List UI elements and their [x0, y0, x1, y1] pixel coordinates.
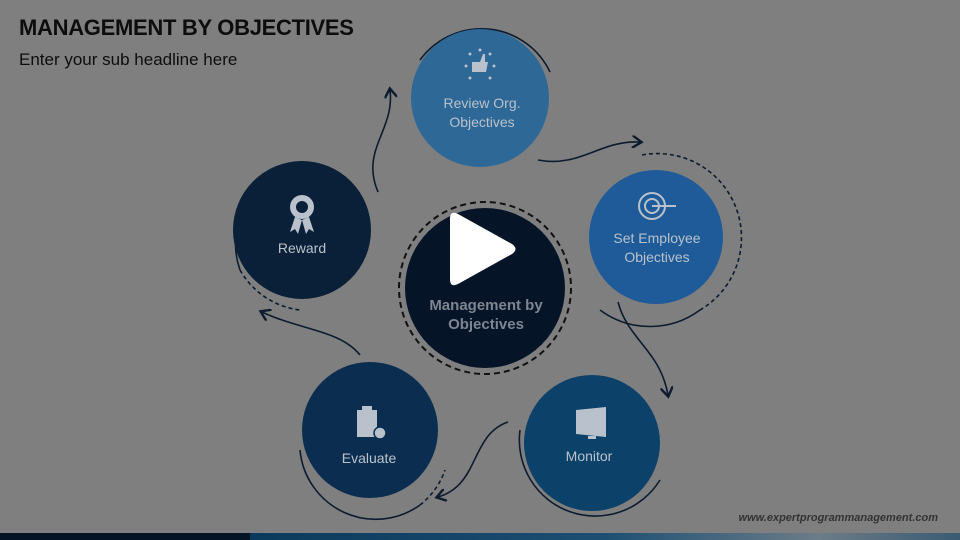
ring-review [419, 27, 551, 73]
step-monitor-circle [524, 375, 660, 511]
center-dashed-ring [398, 201, 572, 375]
arrow-review-set [537, 142, 640, 163]
arrow-evaluate-reward [262, 312, 361, 356]
checklist-icon [357, 406, 387, 440]
ring-monitor [518, 429, 661, 517]
arrow-set-monitor [617, 301, 668, 395]
step-set-circle [589, 170, 723, 304]
ring-reward-dash [239, 269, 301, 311]
step-monitor-label: Monitor [565, 448, 613, 464]
play-icon [450, 212, 516, 286]
target-icon [638, 192, 676, 220]
footer-url: www.expertprogrammanagement.com [738, 512, 938, 524]
footer-bar-dark [0, 533, 250, 540]
arrow-monitor-evaluate [438, 421, 509, 497]
step-review-label: Review Org. Objectives [443, 95, 521, 130]
center-circle [405, 208, 565, 368]
thumbs-up-stars-icon [464, 48, 496, 80]
footer-bar-gradient [250, 533, 960, 540]
center-label: Management by Objectives [429, 297, 543, 333]
slide-title: MANAGEMENT BY OBJECTIVES [19, 15, 354, 40]
step-evaluate-label: Evaluate [341, 450, 397, 466]
award-ribbon-icon [290, 195, 314, 234]
arrow-reward-review [372, 90, 391, 193]
step-reward-circle [233, 161, 371, 299]
step-reward-label: Reward [277, 240, 327, 256]
monitor-icon [576, 407, 606, 439]
ring-set [599, 309, 701, 328]
ring-evaluate [299, 449, 421, 521]
slide-subtitle: Enter your sub headline here [19, 50, 238, 69]
step-set-label: Set Employee Objectives [613, 230, 701, 265]
step-review-circle [411, 29, 549, 167]
